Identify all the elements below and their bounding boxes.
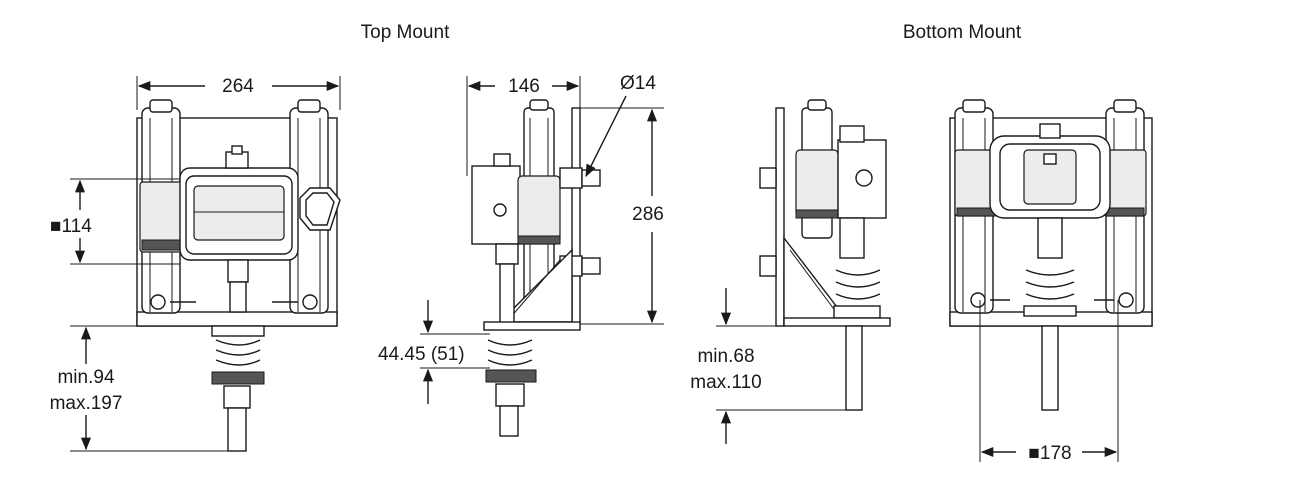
dim-top-side-height: 286: [580, 107, 664, 325]
top-mount-side-view: [471, 99, 601, 437]
dim-label-min94: min.94: [57, 367, 114, 388]
dim-label-286: 286: [632, 204, 664, 225]
bottom-mount-side-view: [759, 99, 891, 411]
dim-top-front-travel: min.94 max.197: [50, 325, 228, 452]
dim-label-max197: max.197: [50, 393, 123, 414]
dim-top-side-width: 146: [466, 76, 581, 176]
top-mount-front-view: [136, 99, 341, 452]
dim-top-side-hole: Ø14: [585, 73, 656, 178]
dim-label-44-45: 44.45 (51): [378, 344, 465, 365]
dim-bottom-front-square: ■178: [979, 300, 1119, 464]
dim-label-264: 264: [222, 76, 254, 97]
dim-bottom-side-travel: min.68 max.110: [690, 288, 846, 444]
dim-label-diameter-14: Ø14: [620, 73, 656, 94]
dim-top-front-square: ■114: [50, 178, 180, 265]
dim-top-front-width: 264: [136, 76, 341, 110]
dim-label-178: ■178: [1028, 443, 1071, 464]
dim-label-114: ■114: [50, 216, 92, 237]
dim-top-side-spring: 44.45 (51): [378, 300, 490, 404]
dim-label-max110: max.110: [690, 372, 761, 393]
dim-label-146: 146: [508, 76, 540, 97]
title-bottom-mount: Bottom Mount: [903, 22, 1022, 43]
bottom-mount-front-view: [949, 99, 1153, 411]
dim-label-min68: min.68: [697, 346, 754, 367]
title-top-mount: Top Mount: [361, 22, 450, 43]
